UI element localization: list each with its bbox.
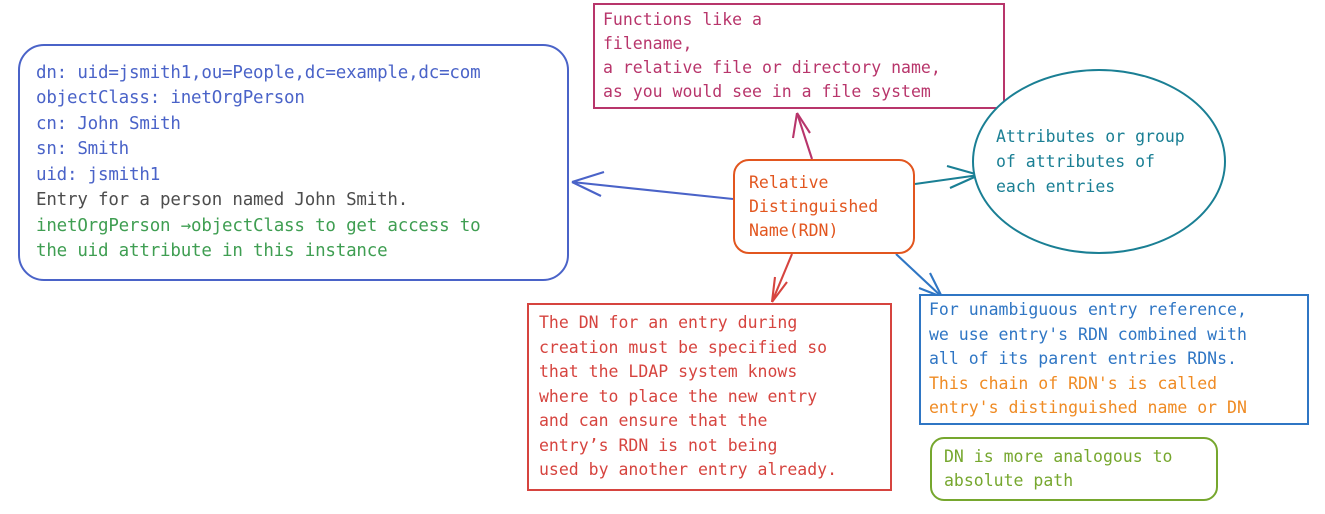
- dn-creation-line-1: The DN for an entry during: [539, 313, 798, 333]
- rdn-central-node[interactable]: Relative Distinguished Name(RDN): [733, 159, 915, 254]
- filename-line-4: as you would see in a file system: [603, 82, 931, 101]
- rdn-line-2: Distinguished: [749, 196, 879, 216]
- dn-creation-line-7: used by another entry already.: [539, 460, 838, 480]
- entry-line-cn: cn: John Smith: [36, 113, 181, 134]
- entry-line-note-1: inetOrgPerson →objectClass to get access…: [36, 215, 481, 236]
- filename-line-2: filename,: [603, 34, 693, 53]
- dn-absolute-path-box[interactable]: DN is more analogous to absolute path: [930, 437, 1218, 501]
- edge-rdn-to-filename: [791, 112, 813, 160]
- entry-line-objectclass: objectClass: inetOrgPerson: [36, 88, 305, 108]
- dn-creation-line-4: where to place the new entry: [539, 386, 818, 406]
- edge-rdn-to-attributes: [914, 164, 980, 189]
- attributes-line-1: Attributes or group: [996, 127, 1185, 146]
- entry-line-dn: dn: uid=jsmith1,ou=People,dc=example,dc=…: [36, 62, 481, 83]
- attributes-ellipse[interactable]: Attributes or group of attributes of eac…: [972, 69, 1226, 254]
- rdn-line-1: Relative: [749, 172, 829, 192]
- entry-example-box[interactable]: dn: uid=jsmith1,ou=People,dc=example,dc=…: [18, 44, 569, 281]
- dn-creation-line-3: that the LDAP system knows: [539, 362, 798, 382]
- entry-line-uid: uid: jsmith1: [36, 164, 161, 185]
- unambiguous-reference-box[interactable]: For unambiguous entry reference, we use …: [919, 294, 1309, 425]
- reference-line-1: For unambiguous entry reference,: [929, 300, 1247, 320]
- dn-creation-line-6: entry’s RDN is not being: [539, 435, 778, 455]
- analogous-line-2: absolute path: [944, 471, 1074, 490]
- functions-like-filename-box[interactable]: Functions like a filename, a relative fi…: [593, 3, 1005, 109]
- edge-rdn-to-reference: [895, 253, 943, 298]
- rdn-line-3: Name(RDN): [749, 220, 839, 240]
- edge-rdn-to-dn-creation: [770, 253, 793, 303]
- entry-line-description: Entry for a person named John Smith.: [36, 190, 409, 210]
- reference-line-4: This chain of RDN's is called: [929, 373, 1218, 393]
- reference-line-3: all of its parent entries RDNs.: [929, 349, 1237, 369]
- dn-creation-rules-box[interactable]: The DN for an entry during creation must…: [527, 303, 892, 491]
- edge-rdn-to-entry: [571, 170, 734, 201]
- entry-line-note-2: the uid attribute in this instance: [36, 241, 388, 261]
- entry-line-sn: sn: Smith: [36, 139, 130, 159]
- dn-creation-line-5: and can ensure that the: [539, 411, 768, 431]
- reference-line-5: entry's distinguished name or DN: [929, 398, 1247, 418]
- filename-line-1: Functions like a: [603, 10, 762, 29]
- attributes-line-2: of attributes of: [996, 152, 1155, 171]
- reference-line-2: we use entry's RDN combined with: [929, 324, 1247, 344]
- filename-line-3: a relative file or directory name,: [603, 58, 941, 77]
- analogous-line-1: DN is more analogous to: [944, 446, 1173, 466]
- dn-creation-line-2: creation must be specified so: [539, 337, 828, 357]
- attributes-line-3: each entries: [996, 177, 1116, 196]
